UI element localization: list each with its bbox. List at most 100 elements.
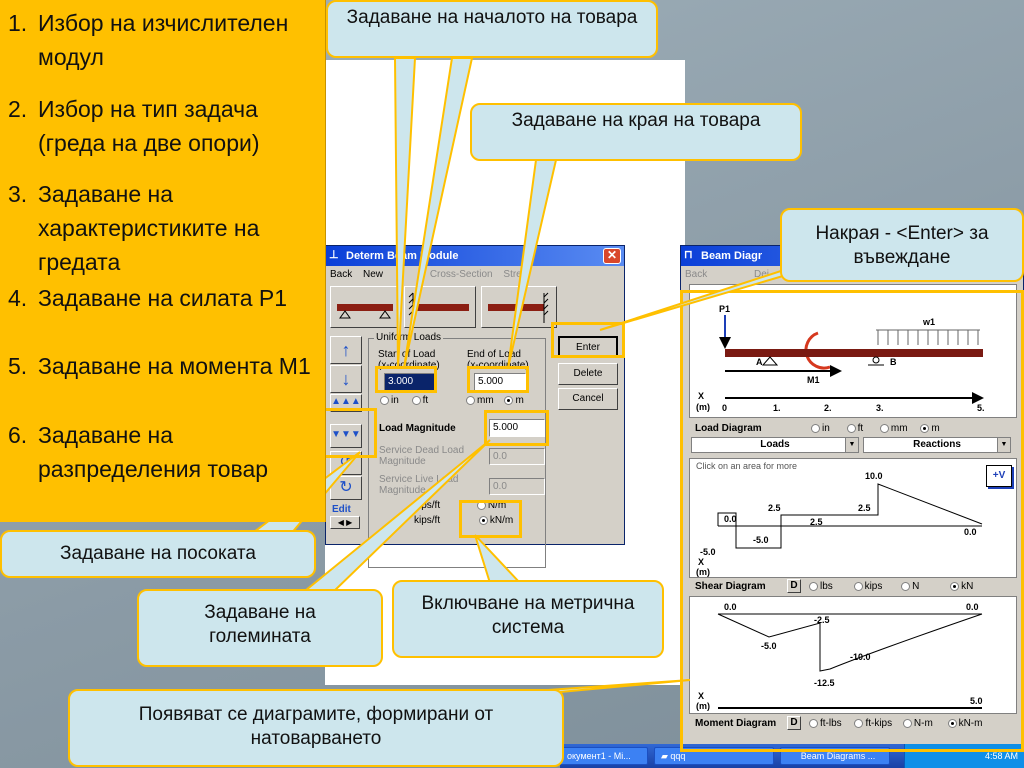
- ld-m-radio[interactable]: [920, 423, 930, 433]
- simple-beam-type-button[interactable]: [330, 286, 400, 328]
- beam-bar: [725, 349, 983, 357]
- step-6-text: Задаване на разпределения товар: [38, 422, 269, 482]
- menu-back[interactable]: Back: [330, 269, 353, 280]
- unit-ft-radio[interactable]: [411, 395, 421, 405]
- unit-in-radio[interactable]: [380, 395, 389, 405]
- mo-ftlbs-radio[interactable]: [809, 718, 818, 728]
- system-tray: 4:58 AM: [904, 744, 1024, 768]
- step-4-num: 4.: [8, 285, 28, 311]
- unit-m-radio[interactable]: [504, 395, 514, 405]
- mo-ftkips-radio[interactable]: [854, 718, 864, 728]
- ld-mm-radio[interactable]: [879, 423, 889, 433]
- highlight-metric: [459, 500, 522, 538]
- edit-spinner[interactable]: ◀ ▶: [330, 516, 360, 529]
- shear-units-group: lbs kips N kN: [809, 581, 973, 592]
- loads-select[interactable]: Loads ▼: [691, 437, 859, 453]
- distributed-down-icon[interactable]: ▼▼▼: [330, 424, 362, 448]
- service-dead-load-label: Service Dead Load Magnitude: [379, 445, 465, 467]
- shear-toggle-icon[interactable]: +V: [986, 465, 1012, 487]
- kn-m-label: kN/m: [489, 515, 514, 526]
- unit-mm-radio[interactable]: [466, 395, 475, 405]
- delete-button[interactable]: Delete: [558, 363, 618, 385]
- step-4: 4.Задаване на силата Р1: [8, 281, 320, 315]
- shear-val-neg5: -5.0: [753, 535, 769, 545]
- highlight-end-load: [467, 366, 529, 393]
- highlight-diagrams: [680, 290, 1024, 752]
- highlight-magnitude: [484, 410, 549, 446]
- shear-curve: [717, 483, 983, 549]
- distributed-up-icon[interactable]: ▲▲▲: [330, 394, 362, 412]
- highlight-enter: [551, 322, 625, 358]
- load-units-group: in ft mm m: [811, 423, 940, 434]
- start-load-sub: (x-coordinate): [378, 360, 440, 371]
- m1-label: M1: [807, 375, 820, 385]
- load-up-icon[interactable]: ↑: [330, 336, 362, 364]
- mo-ftlbs-label: ft-lbs: [820, 718, 842, 729]
- sh-n-radio[interactable]: [901, 581, 911, 591]
- mo-knm-radio[interactable]: [947, 718, 957, 728]
- close-button[interactable]: ✕: [603, 248, 621, 264]
- shear-val-2-5b: 2.5: [810, 517, 823, 527]
- support-a-label: A: [756, 357, 763, 367]
- callout-diagrams: Появяват се диаграмите, формирани от нат…: [68, 689, 564, 767]
- diagram-menu-dei[interactable]: Dei: [754, 269, 770, 280]
- reactions-select[interactable]: Reactions ▼: [863, 437, 1011, 453]
- moment-val-neg12-5: -12.5: [814, 678, 835, 688]
- service-live-load-label: Service Live Load Magnitude: [379, 474, 459, 496]
- sh-kips-radio[interactable]: [853, 581, 863, 591]
- taskbar-folder-label: qqq: [670, 751, 686, 761]
- shear-diagram-pane[interactable]: Click on an area for more +V 0.0 2.5 2.5…: [689, 458, 1017, 578]
- x-axis-label: X: [698, 391, 704, 401]
- ld-m-label: m: [931, 423, 940, 434]
- ld-in-radio[interactable]: [811, 423, 820, 433]
- ld-in-label: in: [822, 423, 830, 434]
- moment-val-0: 0.0: [724, 602, 737, 612]
- shear-val-min: -5.0: [700, 547, 716, 557]
- diagram-app-icon: ⊓: [684, 249, 693, 261]
- step-2-num: 2.: [8, 96, 28, 122]
- load-down-icon[interactable]: ↓: [330, 365, 362, 393]
- menu-cross-section[interactable]: Cross-Section: [429, 269, 493, 280]
- service-dead-load-input[interactable]: 0.0: [489, 448, 545, 465]
- moment-diagram-svg: 0.0 -5.0 -2.5 -12.5 -10.0 0.0 5.0 X (m): [696, 602, 983, 711]
- step-1-text: Избор на изчислителен модул: [38, 10, 289, 70]
- unit-in-label: in: [391, 395, 399, 406]
- clock: 4:58 AM: [984, 751, 1018, 761]
- shear-d-button[interactable]: D: [787, 579, 801, 593]
- moment-val-end: 0.0: [966, 602, 979, 612]
- unit-mm-label: mm: [477, 395, 494, 406]
- beam-diagram-window: ⊓ Beam Diagr Back Dei P1 w1 A B: [680, 245, 1024, 755]
- callout-enter: Накрая - <Enter> за въвеждане: [780, 208, 1024, 282]
- load-diagram-pane[interactable]: P1 w1 A B M1 X (m) 0 1. 2.: [689, 284, 1017, 418]
- moment-d-button[interactable]: D: [787, 716, 801, 730]
- diagram-menu-back[interactable]: Back: [685, 269, 708, 280]
- reactions-select-value: Reactions: [913, 439, 961, 450]
- steps-panel: 1.Избор на изчислителен модул 2.Избор на…: [0, 0, 326, 522]
- kn-m-radio[interactable]: [478, 515, 488, 525]
- moment-diagram-pane[interactable]: 0.0 -5.0 -2.5 -12.5 -10.0 0.0 5.0 X (m): [689, 596, 1017, 714]
- sh-kn-radio[interactable]: [950, 581, 960, 591]
- mo-nm-radio[interactable]: [902, 718, 912, 728]
- shear-x-unit: (m): [696, 567, 710, 577]
- load-magnitude-input[interactable]: 5.000: [489, 419, 545, 437]
- x-axis-unit: (m): [696, 402, 710, 412]
- tick-5: 5.: [977, 403, 985, 413]
- step-1-num: 1.: [8, 10, 28, 36]
- step-6: 6. Задаване на разпределения товар: [8, 418, 320, 486]
- unit-row-2: kips/ft kN/m: [414, 515, 513, 526]
- step-6-num: 6.: [8, 422, 28, 448]
- sh-lbs-label: lbs: [820, 581, 833, 592]
- menu-new[interactable]: New: [363, 269, 384, 280]
- sh-lbs-radio[interactable]: [809, 581, 818, 591]
- beam-diagram-menubar: Back Dei: [681, 266, 1023, 284]
- ld-ft-label: ft: [857, 423, 864, 434]
- shear-x-label: X: [698, 557, 704, 567]
- support-b-icon: [872, 356, 880, 364]
- cancel-button[interactable]: Cancel: [558, 388, 618, 410]
- service-live-load-input[interactable]: 0.0: [489, 478, 545, 495]
- kips-ft-label-1: kips/ft: [414, 500, 441, 511]
- menu-stress[interactable]: Stre: [503, 269, 522, 280]
- ld-ft-radio[interactable]: [846, 423, 856, 433]
- moment-x-end: 5.0: [970, 696, 983, 706]
